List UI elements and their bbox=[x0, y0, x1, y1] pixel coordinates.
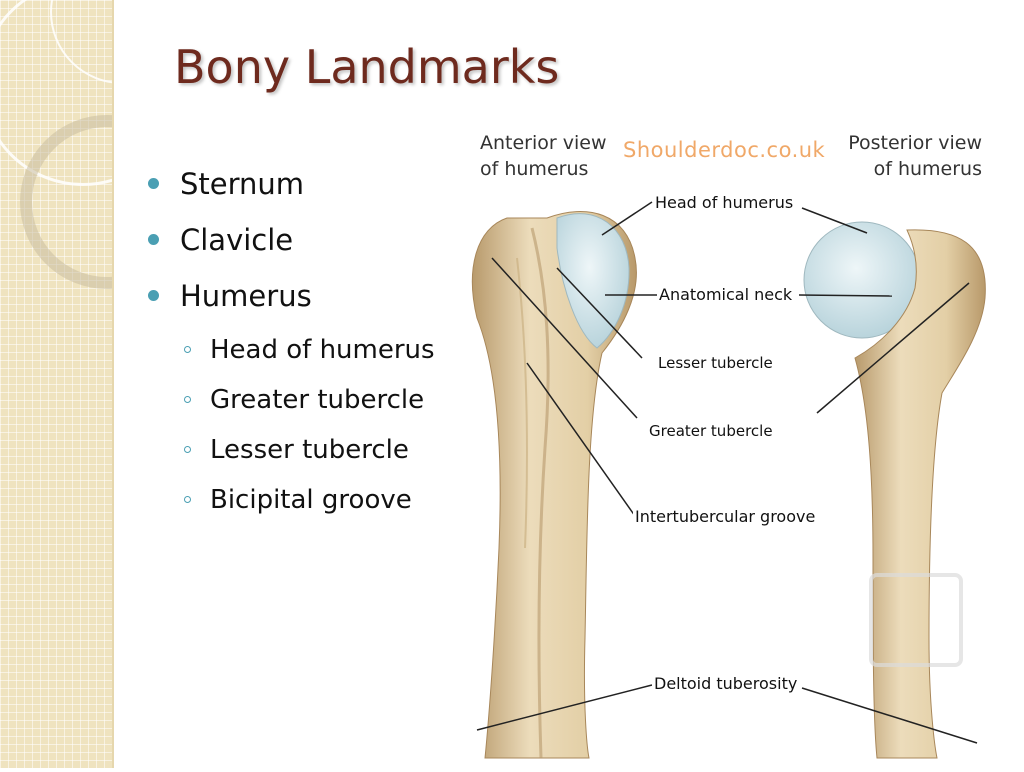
bullet-text: Humerus bbox=[180, 279, 312, 313]
sub-bullet-item: Greater tubercle bbox=[182, 380, 435, 430]
sub-bullet-circle-icon bbox=[184, 346, 191, 353]
anterior-view-line2: of humerus bbox=[480, 156, 607, 182]
posterior-view-line1: Posterior view bbox=[845, 130, 982, 156]
sub-bullet-item: Lesser tubercle bbox=[182, 430, 435, 480]
bullet-list: Sternum Clavicle Humerus bbox=[148, 162, 312, 330]
sub-bullet-circle-icon bbox=[184, 446, 191, 453]
sub-bullet-text: Bicipital groove bbox=[210, 485, 412, 515]
bullet-item: Clavicle bbox=[148, 218, 312, 274]
sub-bullet-text: Lesser tubercle bbox=[210, 435, 409, 465]
posterior-view-label: Posterior view of humerus bbox=[845, 130, 982, 182]
anterior-view-label: Anterior view of humerus bbox=[480, 130, 607, 182]
bullet-text: Clavicle bbox=[180, 223, 293, 257]
bullet-dot-icon bbox=[148, 178, 159, 189]
sub-bullet-text: Greater tubercle bbox=[210, 385, 424, 415]
lesser-tubercle-label: Lesser tubercle bbox=[652, 346, 804, 380]
shoulderdoc-logo-icon bbox=[869, 573, 963, 667]
humerus-figure: Anterior view of humerus Shoulderdoc.co.… bbox=[437, 118, 1024, 768]
sub-bullet-item: Head of humerus bbox=[182, 330, 435, 380]
posterior-view-line2: of humerus bbox=[845, 156, 982, 182]
head-of-humerus-label: Head of humerus bbox=[653, 192, 795, 213]
bullet-item: Humerus bbox=[148, 274, 312, 330]
deltoid-tuberosity-label: Deltoid tuberosity bbox=[652, 673, 799, 694]
intertubercular-groove-label: Intertubercular groove bbox=[633, 506, 817, 527]
sub-bullet-circle-icon bbox=[184, 396, 191, 403]
slide-title: Bony Landmarks bbox=[174, 40, 559, 94]
watermark-text: Shoulderdoc.co.uk bbox=[623, 138, 825, 162]
anatomical-neck-label: Anatomical neck bbox=[657, 284, 794, 305]
bullet-dot-icon bbox=[148, 234, 159, 245]
sub-bullet-circle-icon bbox=[184, 496, 191, 503]
greater-tubercle-label: Greater tubercle bbox=[643, 414, 815, 448]
sub-bullet-list: Head of humerus Greater tubercle Lesser … bbox=[182, 330, 435, 530]
bullet-dot-icon bbox=[148, 290, 159, 301]
sub-bullet-item: Bicipital groove bbox=[182, 480, 435, 530]
decorative-side-panel bbox=[0, 0, 114, 768]
sub-bullet-text: Head of humerus bbox=[210, 335, 435, 365]
bullet-item: Sternum bbox=[148, 162, 312, 218]
bullet-text: Sternum bbox=[180, 167, 304, 201]
anterior-view-line1: Anterior view bbox=[480, 130, 607, 156]
